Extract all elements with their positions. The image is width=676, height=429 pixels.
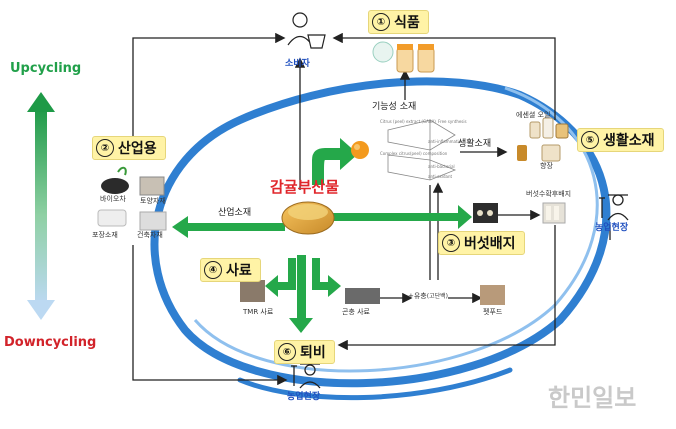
industrial-products-image	[97, 166, 167, 231]
orange-fruit-image	[351, 141, 369, 159]
building-label: 건축자재	[137, 231, 163, 239]
flow-lines	[132, 32, 611, 386]
compost-number: ⑥	[278, 343, 296, 361]
feed-label: 사료	[226, 263, 252, 279]
larva-sub-text: (고단백)	[426, 293, 448, 300]
upcycling-downcycling-arrow	[27, 92, 55, 320]
citrus-byproduct-image	[281, 201, 335, 235]
industrial-node: ② 산업용	[92, 136, 166, 160]
food-label: 식품	[394, 15, 420, 31]
feed-number: ④	[204, 261, 222, 279]
upcycling-label: Upcycling	[10, 61, 82, 76]
mushroom-spent-label: 버섯수확후배지	[526, 190, 572, 198]
biochar-label: 바이오차	[100, 195, 126, 203]
insect-feed-label: 곤충 사료	[342, 308, 370, 316]
schematic-text-1: Citrus (peel) extract (GABA)	[380, 119, 436, 124]
living-node: ⑤ 생활소재	[577, 128, 664, 152]
industrial-number: ②	[96, 139, 114, 157]
mushroom-label: 버섯배지	[464, 236, 516, 252]
industrial-material-label: 산업소재	[218, 208, 252, 218]
farmer-figure-right	[599, 194, 629, 221]
soil-material-label: 토양자재	[140, 197, 166, 205]
farm-right-label: 농업현장	[595, 223, 629, 233]
consumer-label: 소비자	[285, 59, 310, 69]
feed-node: ④ 사료	[200, 258, 261, 282]
consumer-figure	[287, 12, 326, 49]
watermark: 한민일보	[548, 384, 637, 412]
schematic-text-6: anti-oxidant	[428, 174, 453, 179]
schematic-text-3: Free synthesis	[438, 119, 467, 124]
feed-images	[240, 280, 505, 305]
functional-material-label: 기능성 소재	[372, 102, 417, 112]
mushroom-number: ③	[442, 234, 460, 252]
packaging-label: 포장소재	[92, 231, 118, 239]
living-material-label: 생활소재	[458, 139, 492, 149]
food-node: ① 식품	[368, 10, 429, 34]
schematic-text-2: Complex citrus(peel) composition	[380, 151, 448, 156]
farm-bottom-label: 농업현장	[287, 392, 321, 402]
essential-oil-label: 에센셜 오일	[516, 111, 551, 119]
compost-node: ⑥ 퇴비	[274, 340, 335, 364]
functional-material-schematic	[387, 119, 457, 181]
downcycling-label: Downcycling	[4, 335, 97, 350]
tmr-feed-label: TMR 사료	[243, 308, 274, 316]
schematic-text-4: anti-inflammation	[428, 139, 464, 144]
mushroom-medium-image	[473, 202, 566, 224]
larva-label: +유충(고단백)	[408, 293, 448, 300]
center-title: 감귤부산물	[270, 178, 340, 196]
cosmetics-image	[517, 117, 569, 162]
mushroom-node: ③ 버섯배지	[438, 231, 525, 255]
farmer-figure-bottom	[291, 363, 321, 389]
fragrance-label: 향장	[540, 162, 553, 170]
living-number: ⑤	[581, 131, 599, 149]
schematic-text-5: anti-bacterial	[428, 164, 455, 169]
industrial-label: 산업용	[118, 141, 157, 157]
food-number: ①	[372, 13, 390, 31]
food-products-image	[372, 41, 435, 73]
green-flow-arrows	[172, 138, 472, 333]
petfood-label: 펫푸드	[483, 308, 503, 316]
compost-label: 퇴비	[300, 345, 326, 361]
living-label: 생활소재	[603, 133, 655, 149]
larva-text: +유충	[408, 292, 427, 300]
